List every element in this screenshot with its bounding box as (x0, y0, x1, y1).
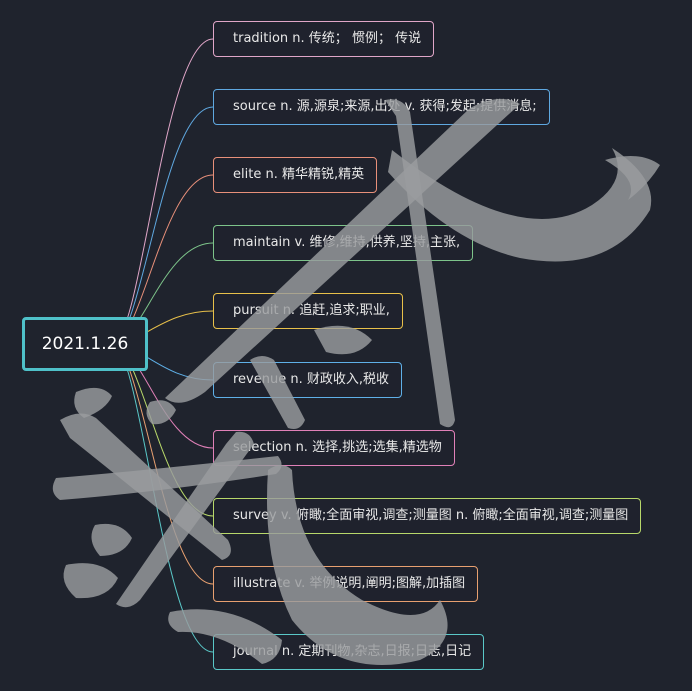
branch-node-label: pursuit n. 追赶,追求;职业, (233, 303, 390, 318)
branch-node-label: revenue n. 财政收入,税收 (233, 372, 389, 387)
connector-line (111, 343, 214, 585)
connector-line (111, 38, 214, 345)
branch-node-source[interactable]: source n. 源,源泉;来源,出处 v. 获得;发起;提供消息; (213, 89, 550, 125)
branch-node-label: selection n. 选择,挑选;选集,精选物 (233, 440, 442, 455)
branch-node-label: maintain v. 维修,维持,供养,坚持,主张, (233, 235, 461, 250)
branch-node-survey[interactable]: survey v. 俯瞰;全面审视,调查;测量图 n. 俯瞰;全面审视,调查;测… (213, 498, 642, 534)
branch-node-illustrate[interactable]: illustrate v. 举例说明,阐明;图解,加插图 (213, 566, 479, 602)
branch-node-pursuit[interactable]: pursuit n. 追赶,追求;职业, (213, 293, 403, 329)
branch-node-maintain[interactable]: maintain v. 维修,维持,供养,坚持,主张, (213, 225, 474, 261)
branch-node-label: source n. 源,源泉;来源,出处 v. 获得;发起;提供消息; (233, 99, 537, 114)
root-node-label: 2021.1.26 (41, 334, 129, 354)
branch-node-label: illustrate v. 举例说明,阐明;图解,加插图 (233, 576, 466, 591)
branch-node-elite[interactable]: elite n. 精华精锐,精英 (213, 157, 378, 193)
connector-line (111, 106, 214, 345)
branch-node-label: journal n. 定期刊物,杂志,日报;日志,日记 (233, 644, 472, 659)
branch-node-label: tradition n. 传统； 惯例； 传说 (233, 31, 422, 46)
branch-node-journal[interactable]: journal n. 定期刊物,杂志,日报;日志,日记 (213, 634, 485, 670)
branch-node-label: elite n. 精华精锐,精英 (233, 167, 365, 182)
branch-node-revenue[interactable]: revenue n. 财政收入,税收 (213, 362, 402, 398)
root-node[interactable]: 2021.1.26 (22, 317, 148, 371)
branch-node-selection[interactable]: selection n. 选择,挑选;选集,精选物 (213, 430, 455, 466)
connector-line (111, 343, 214, 653)
branch-node-label: survey v. 俯瞰;全面审视,调查;测量图 n. 俯瞰;全面审视,调查;测… (233, 508, 629, 523)
branch-node-tradition[interactable]: tradition n. 传统； 惯例； 传说 (213, 21, 435, 57)
